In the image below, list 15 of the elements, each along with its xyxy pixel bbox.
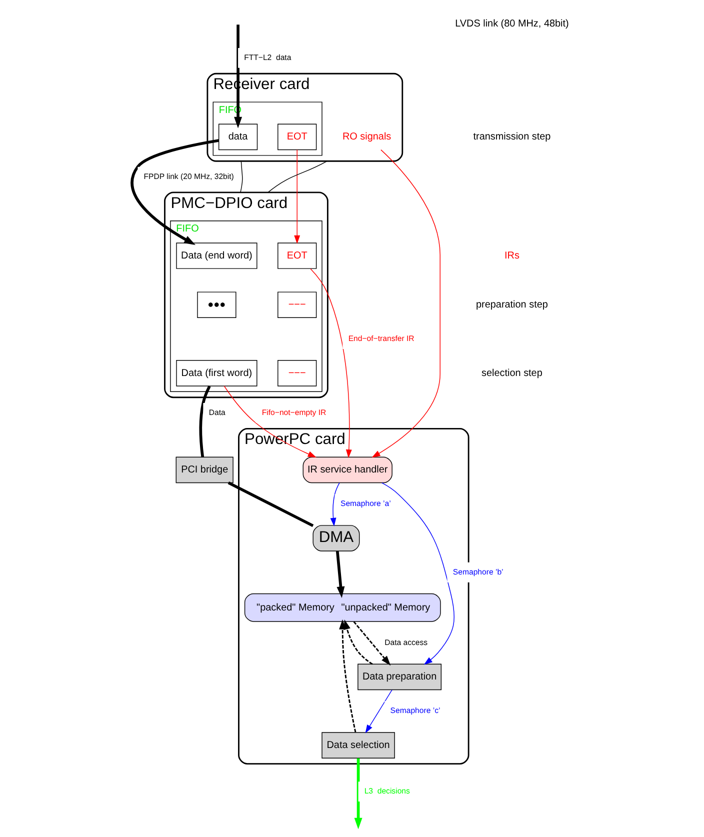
edge-label: Semaphore ’a’ bbox=[340, 499, 390, 508]
edge-label: FTT−L2 data bbox=[244, 52, 291, 62]
label: IRs bbox=[504, 250, 519, 262]
edge-label: L3 decisions bbox=[364, 786, 410, 796]
edge-label: Fifo−not−empty IR bbox=[261, 408, 326, 417]
edge-label: FPDP link (20 MHz, 32bit) bbox=[143, 172, 234, 181]
label: transmission step bbox=[472, 132, 550, 143]
label: LVDS link (80 MHz, 48bit) bbox=[454, 18, 568, 30]
label: preparation step bbox=[475, 299, 548, 310]
edge-label: Data bbox=[208, 408, 225, 417]
edge-label: Data access bbox=[384, 638, 428, 647]
edge-label: Semaphore ’c’ bbox=[390, 706, 440, 716]
edge-label: End−of−transfer IR bbox=[348, 334, 414, 344]
label: selection step bbox=[481, 368, 542, 379]
node-text: RO signals bbox=[342, 132, 391, 143]
